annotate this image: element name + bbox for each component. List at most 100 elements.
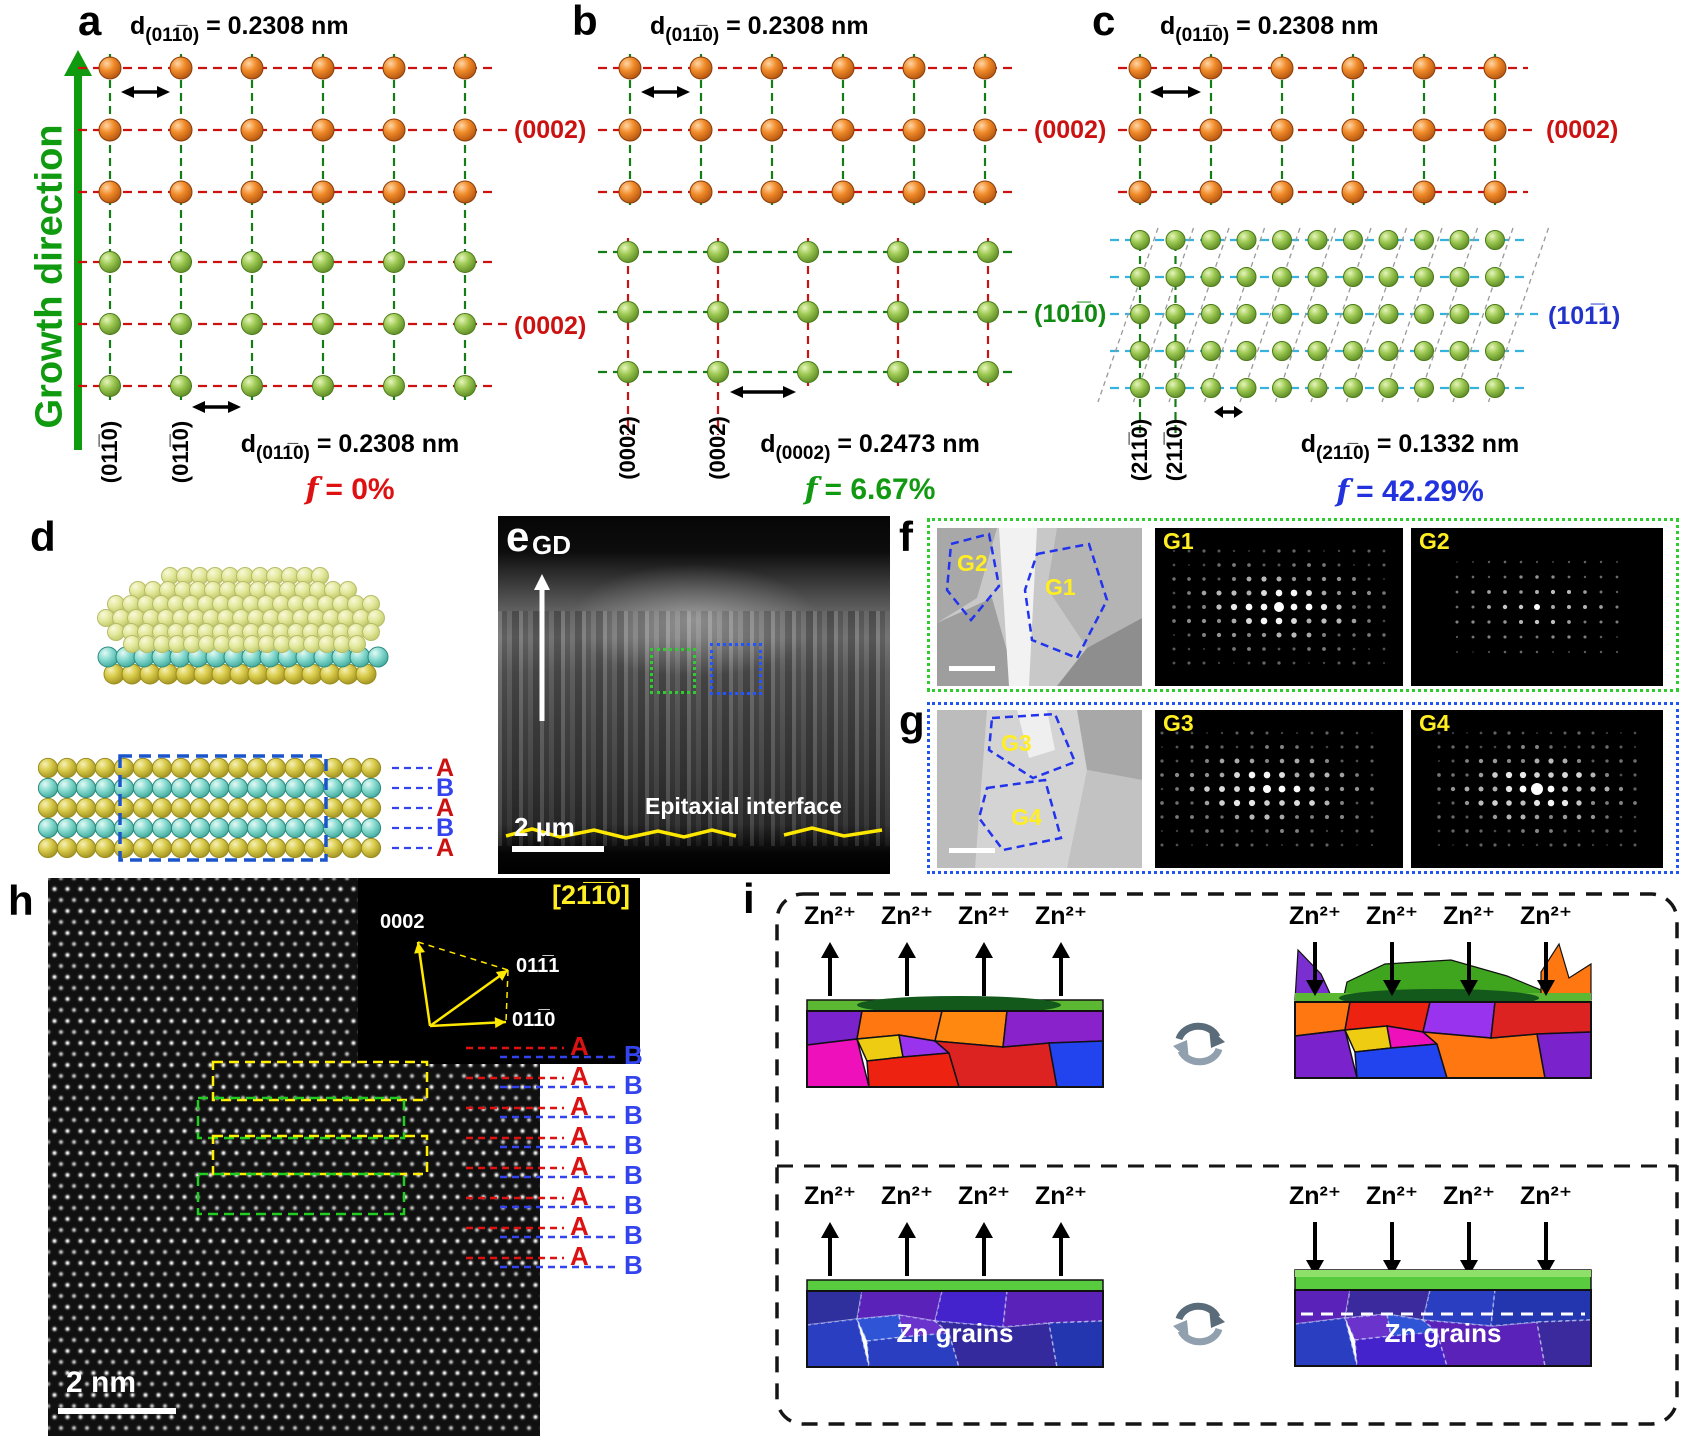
- zn-ion-label: Zn²⁺: [1288, 1182, 1342, 1210]
- tem-overlay-canvas: [505, 574, 883, 840]
- f-value: = 42.29%: [1356, 475, 1484, 508]
- stacking-layer-a-label: A: [570, 1121, 589, 1151]
- diffraction-canvas: [1160, 731, 1374, 847]
- stacking-layer-a-label: A: [570, 1241, 589, 1271]
- diffraction-inset: [21̅1̅0] 0002 011̅1 011̅0: [358, 878, 640, 1064]
- d-symbol: d: [650, 12, 666, 40]
- spot-label-0110: 011̅0: [512, 1009, 556, 1031]
- plane-label-0002: (0002): [1546, 116, 1619, 144]
- zn-ion-label: Zn²⁺: [1442, 902, 1496, 930]
- d-symbol: d: [240, 430, 256, 458]
- zn-ion-label: Zn²⁺: [1519, 902, 1573, 930]
- column-plane-label-1: (0002): [615, 416, 640, 480]
- roi-box-green: [650, 648, 696, 694]
- scale-text: 2 nm: [66, 1366, 137, 1399]
- zn-ion-label: Zn²⁺: [1034, 902, 1088, 930]
- panel-a: a d(011̅0) = 0.2308 nm (0002) (0002) (01…: [40, 0, 586, 512]
- column-plane-label-1: (011̅0): [97, 420, 122, 484]
- panel-g-tag: g: [899, 697, 925, 744]
- panel-h: h [21̅1̅0] 0002 011̅1 011̅0 2 nm A B A B A B A…: [8, 878, 680, 1436]
- panel-a-dspacing-top: d(011̅0) = 0.2308 nm: [130, 12, 349, 47]
- scale-text: 2 μm: [514, 812, 575, 842]
- pattern-label: G3: [1163, 710, 1194, 736]
- stacking-layer-b-label: B: [624, 1190, 643, 1220]
- stacking-layer-b-label: B: [624, 1160, 643, 1190]
- stacking-layer-a-label: A: [570, 1031, 589, 1061]
- panel-c: c d(011̅0) = 0.2308 nm (0002) (101̅1) (2…: [1080, 0, 1680, 512]
- stacking-layer-b-label: B: [624, 1220, 643, 1250]
- bf-tem-canvas: [937, 528, 1142, 686]
- panel-g: g G3 G4 G3 G4: [893, 700, 1691, 878]
- plane-label-0002: (0002): [1034, 116, 1107, 144]
- stack-layer-label: A: [436, 754, 455, 782]
- schematic-canvas: [775, 892, 1679, 1426]
- growth-direction-abbrev: GD: [532, 530, 571, 560]
- stacking-layer-a-label: A: [570, 1091, 589, 1121]
- zn-ion-label: Zn²⁺: [1288, 902, 1342, 930]
- diffraction-canvas: [1172, 549, 1386, 665]
- panel-a-dspacing-bottom: d(011̅0) = 0.2308 nm: [200, 430, 500, 465]
- zn-ion-label: Zn²⁺: [880, 902, 934, 930]
- panel-h-tag: h: [8, 877, 34, 924]
- panel-d: d A B A B A: [20, 516, 490, 876]
- column-plane-label-1: (211̅0): [1127, 418, 1152, 482]
- zn-ion-label: Zn²⁺: [803, 902, 857, 930]
- d-value: = 0.2473 nm: [830, 430, 980, 458]
- f-value: = 0%: [325, 473, 395, 506]
- roi-box-blue: [710, 643, 762, 695]
- plane-label-0002-bottom: (0002): [514, 312, 587, 340]
- d-subscript: (011̅0): [145, 25, 200, 46]
- stacking-layer-b-label: B: [624, 1250, 643, 1280]
- d-symbol: d: [760, 430, 776, 458]
- spot-label-0111: 011̅1: [516, 955, 560, 977]
- zn-ion-label: Zn²⁺: [957, 902, 1011, 930]
- f-value: = 6.67%: [824, 473, 936, 506]
- lattice-mismatch-label: f= 6.67%: [720, 472, 1020, 507]
- d-value: = 0.2308 nm: [719, 12, 869, 40]
- lattice-c-canvas: [1097, 54, 1550, 438]
- sphere-stack-canvas: [37, 567, 432, 862]
- stacking-layer-a-label: A: [570, 1061, 589, 1091]
- lattice-mismatch-label: f= 42.29%: [1250, 474, 1570, 509]
- bf-tem-canvas: [937, 710, 1142, 868]
- grain-set-2-box: [927, 702, 1679, 874]
- panel-i: i Zn grains Zn grains Zn²⁺Zn²⁺Zn²⁺Zn²⁺Zn…: [735, 878, 1691, 1436]
- f-symbol: f: [1336, 474, 1350, 509]
- d-value: = 0.1332 nm: [1369, 430, 1520, 458]
- panel-b: b d(011̅0) = 0.2308 nm (0002) (101̅0) (0…: [560, 0, 1106, 512]
- zn-ion-label: Zn²⁺: [803, 1182, 857, 1210]
- d-subscript: (011̅0): [1175, 25, 1230, 46]
- d-symbol: d: [1300, 430, 1316, 458]
- grain-region-label: G4: [1011, 804, 1042, 830]
- diffraction-pattern-g4: G4: [1411, 710, 1663, 868]
- grain-region-label: G3: [1001, 730, 1032, 756]
- zone-axis-label: [21̅1̅0]: [551, 880, 630, 910]
- lattice-mismatch-label: f= 0%: [200, 472, 500, 507]
- panel-c-tag: c: [1092, 0, 1116, 44]
- panel-a-tag: a: [78, 0, 102, 44]
- stacking-layer-b-label: B: [624, 1100, 643, 1130]
- plane-label-0002-top: (0002): [514, 116, 587, 144]
- diffraction-axes-canvas: [414, 941, 509, 1029]
- diffraction-pattern-g3: G3: [1155, 710, 1403, 868]
- panel-d-tag: d: [30, 513, 56, 560]
- panel-e: e GD Epitaxial interface 2 μm: [498, 516, 890, 874]
- panel-f: f G2 G1 G1 G2: [893, 516, 1691, 696]
- diffraction-pattern-g1: G1: [1155, 528, 1403, 686]
- pattern-label: G2: [1419, 528, 1450, 554]
- f-symbol: f: [804, 472, 818, 507]
- panel-b-tag: b: [572, 0, 598, 44]
- lattice-a-canvas: [78, 54, 508, 413]
- bf-tem-grains-1: G2 G1: [937, 528, 1142, 686]
- panel-b-dspacing-bottom: d(0002) = 0.2473 nm: [720, 430, 1020, 465]
- zn-ion-label: Zn²⁺: [1034, 1182, 1088, 1210]
- d-subscript: (011̅0): [256, 443, 310, 464]
- zn-grains-label: Zn grains: [896, 1318, 1014, 1348]
- stack-layer-label: B: [436, 814, 455, 842]
- bf-tem-grains-2: G3 G4: [937, 710, 1142, 868]
- zn-grains-label: Zn grains: [1384, 1318, 1502, 1348]
- d-subscript: (0002): [775, 443, 831, 464]
- panel-f-tag: f: [899, 513, 913, 560]
- stack-layer-label: A: [436, 834, 455, 862]
